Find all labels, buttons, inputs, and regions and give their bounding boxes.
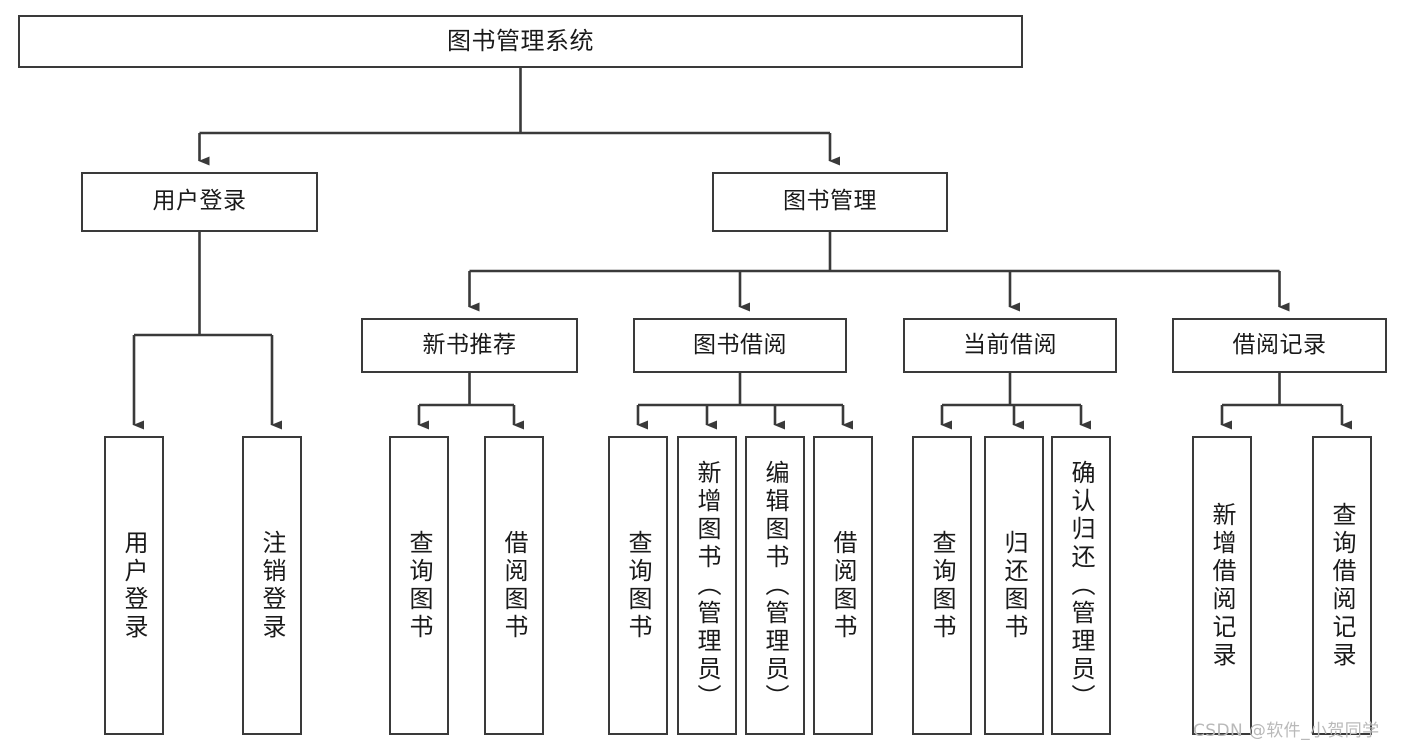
node-label-book-manage: 图书管理 [783,188,877,215]
node-label-leaf-user-login: 用户登录 [120,529,148,642]
node-leaf-user-logout[interactable]: 注销登录 [242,436,302,735]
node-borrow-record[interactable]: 借阅记录 [1172,318,1387,373]
node-label-leaf-query-book-3: 查询图书 [928,529,956,642]
node-label-root: 图书管理系统 [447,27,594,56]
node-label-leaf-user-logout: 注销登录 [258,529,286,642]
node-leaf-add-record[interactable]: 新增借阅记录 [1192,436,1252,735]
node-label-leaf-borrow-book-1: 借阅图书 [500,529,528,642]
node-leaf-user-login[interactable]: 用户登录 [104,436,164,735]
node-root[interactable]: 图书管理系统 [18,15,1023,68]
node-book-borrow[interactable]: 图书借阅 [633,318,847,373]
node-label-leaf-edit-book: 编辑图书（管理员） [761,459,789,712]
node-label-leaf-confirm-return: 确认归还（管理员） [1067,459,1095,712]
node-leaf-borrow-book-2[interactable]: 借阅图书 [813,436,873,735]
node-label-user-login: 用户登录 [152,188,247,215]
node-label-leaf-query-record: 查询借阅记录 [1328,501,1356,670]
node-leaf-confirm-return[interactable]: 确认归还（管理员） [1051,436,1111,735]
node-label-leaf-add-record: 新增借阅记录 [1208,501,1236,670]
node-new-book-rec[interactable]: 新书推荐 [361,318,578,373]
node-label-leaf-query-book-1: 查询图书 [405,529,433,642]
node-label-new-book-rec: 新书推荐 [422,331,517,358]
node-leaf-return-book[interactable]: 归还图书 [984,436,1044,735]
node-label-leaf-return-book: 归还图书 [1000,529,1028,642]
node-label-leaf-query-book-2: 查询图书 [624,529,652,642]
node-current-borrow[interactable]: 当前借阅 [903,318,1117,373]
node-label-borrow-record: 借阅记录 [1232,331,1327,358]
node-leaf-borrow-book-1[interactable]: 借阅图书 [484,436,544,735]
node-leaf-query-book-1[interactable]: 查询图书 [389,436,449,735]
node-leaf-add-book[interactable]: 新增图书（管理员） [677,436,737,735]
node-label-book-borrow: 图书借阅 [693,331,787,358]
node-user-login[interactable]: 用户登录 [81,172,318,232]
node-book-manage[interactable]: 图书管理 [712,172,948,232]
node-leaf-query-book-3[interactable]: 查询图书 [912,436,972,735]
watermark-text: CSDN @软件_小贺同学 [1193,721,1380,741]
node-leaf-edit-book[interactable]: 编辑图书（管理员） [745,436,805,735]
node-label-current-borrow: 当前借阅 [963,331,1057,358]
node-leaf-query-book-2[interactable]: 查询图书 [608,436,668,735]
node-label-leaf-add-book: 新增图书（管理员） [693,459,721,712]
node-label-leaf-borrow-book-2: 借阅图书 [829,529,857,642]
node-leaf-query-record[interactable]: 查询借阅记录 [1312,436,1372,735]
